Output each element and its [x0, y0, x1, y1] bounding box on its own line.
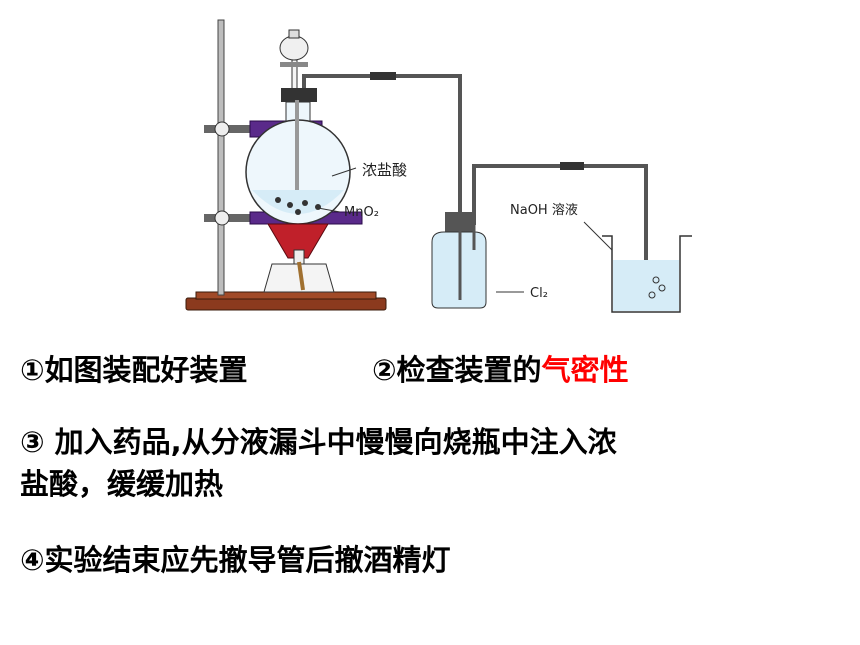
collection-bottle: [431, 212, 487, 309]
alcohol-lamp: [263, 249, 335, 293]
step-2: ②检查装置的气密性: [372, 348, 629, 392]
step-4: ④实验结束应先撤导管后撤酒精灯: [20, 543, 451, 577]
flame: [267, 223, 329, 259]
label-hcl: 浓盐酸: [362, 161, 407, 179]
beaker: [602, 235, 692, 313]
apparatus-diagram: 浓盐酸 MnO₂ NaOH 溶液 Cl₂: [185, 19, 692, 313]
label-naoh: NaOH 溶液: [510, 203, 578, 218]
step-2-prefix: ②检查装置的: [372, 353, 542, 387]
flask-stopper: [281, 88, 317, 102]
label-cl2: Cl₂: [530, 286, 548, 301]
label-mno2: MnO₂: [344, 205, 379, 220]
step-2-highlight: 气密性: [541, 353, 629, 387]
separatory-funnel: [279, 29, 309, 101]
round-flask: [245, 100, 351, 225]
stand-rod: [217, 19, 225, 296]
stand-base: [185, 297, 387, 311]
step-3-line-2: 盐酸，缓缓加热: [20, 467, 224, 501]
step-1: ①如图装配好装置: [20, 353, 248, 387]
step-3-line-1: ③ 加入药品,从分液漏斗中慢慢向烧瓶中注入浓: [20, 425, 617, 459]
